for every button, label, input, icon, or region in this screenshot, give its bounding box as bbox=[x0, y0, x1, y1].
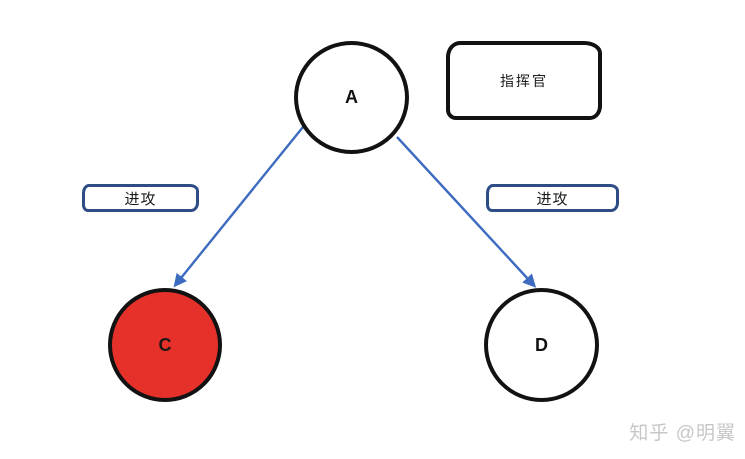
node-c-label: C bbox=[158, 334, 172, 355]
attack-right-text: 进攻 bbox=[536, 190, 569, 208]
attack-label-right: 进攻 bbox=[486, 184, 619, 212]
watermark: 知乎 @明翼 bbox=[629, 423, 736, 444]
node-d: D bbox=[484, 288, 599, 402]
node-a: A bbox=[294, 41, 409, 154]
node-a-label: A bbox=[345, 87, 358, 107]
commander-box: 指挥官 bbox=[446, 41, 602, 120]
attack-label-left: 进攻 bbox=[82, 184, 199, 212]
node-c: C bbox=[108, 288, 222, 402]
commander-label: 指挥官 bbox=[500, 72, 548, 89]
edge-a-to-c bbox=[173, 126, 304, 288]
attack-left-text: 进攻 bbox=[124, 190, 157, 208]
node-d-label: D bbox=[535, 334, 548, 355]
